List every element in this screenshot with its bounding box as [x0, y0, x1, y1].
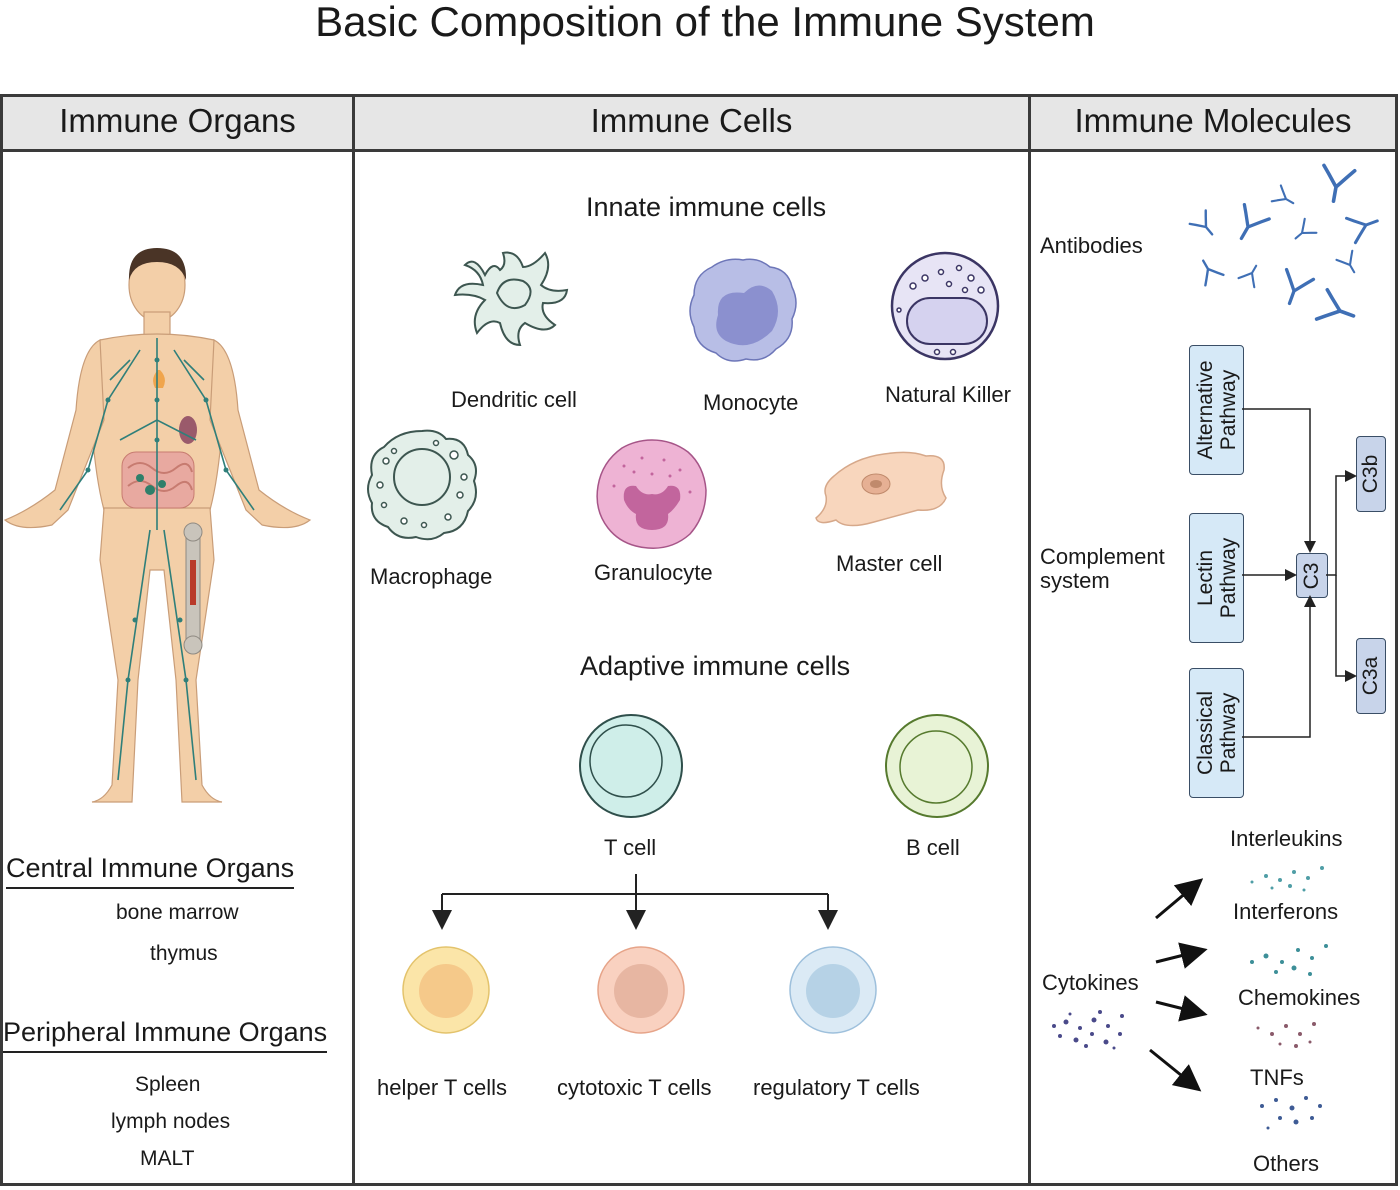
organ-spleen: Spleen	[135, 1073, 201, 1096]
human-body-illustration	[3, 248, 312, 803]
thymus-shape	[153, 370, 165, 388]
t-cell-branch-arrows	[432, 874, 838, 930]
immune-molecules-header: Immune Molecules	[1031, 97, 1395, 152]
label-antibodies: Antibodies	[1040, 233, 1143, 258]
natural-killer-icon	[890, 251, 1000, 361]
label-natural-killer: Natural Killer	[885, 382, 1011, 407]
c3a-box: C3a	[1356, 638, 1386, 714]
label-chemokines: Chemokines	[1238, 985, 1361, 1010]
label-granulocyte: Granulocyte	[594, 560, 713, 585]
peripheral-organs-heading: Peripheral Immune Organs	[3, 1017, 328, 1053]
tnfs-dots	[1260, 1096, 1322, 1130]
label-tnfs: TNFs	[1250, 1065, 1304, 1090]
organ-bone-marrow: bone marrow	[116, 901, 239, 924]
regulatory-t-cell-icon	[789, 946, 877, 1034]
organ-thymus: thymus	[150, 942, 218, 965]
organ-lymph-nodes: lymph nodes	[111, 1110, 231, 1133]
label-monocyte: Monocyte	[703, 390, 799, 415]
interleukins-dots	[1250, 866, 1324, 892]
t-cell-icon	[579, 714, 683, 818]
c3b-box: C3b	[1356, 436, 1386, 512]
interferons-dots	[1250, 944, 1328, 976]
label-cytokines: Cytokines	[1042, 970, 1139, 995]
immune-organs-header: Immune Organs	[3, 97, 352, 152]
cytotoxic-t-cell-icon	[597, 946, 685, 1034]
helper-t-cell-icon	[402, 946, 490, 1034]
label-complement-system: Complement system	[1040, 544, 1165, 593]
alternative-pathway-box: Alternative Pathway	[1189, 345, 1244, 475]
label-dendritic-cell: Dendritic cell	[451, 387, 577, 412]
label-cytotoxic-t-cells: cytotoxic T cells	[557, 1075, 712, 1100]
spleen-shape	[179, 416, 197, 444]
label-regulatory-t-cells: regulatory T cells	[753, 1075, 920, 1100]
cytokines-dots	[1052, 1010, 1124, 1050]
monocyte-icon	[689, 258, 797, 362]
complement-connectors	[1242, 408, 1357, 738]
innate-cells-heading: Innate immune cells	[586, 192, 827, 222]
label-macrophage: Macrophage	[370, 564, 493, 589]
master-cell-icon	[815, 451, 947, 527]
classical-pathway-box: Classical Pathway	[1189, 668, 1244, 798]
label-others: Others	[1253, 1151, 1320, 1176]
label-interferons: Interferons	[1233, 899, 1339, 924]
label-interleukins: Interleukins	[1230, 826, 1343, 851]
label-master-cell: Master cell	[836, 551, 943, 576]
organ-malt: MALT	[140, 1147, 195, 1170]
granulocyte-icon	[596, 439, 707, 549]
adaptive-cells-heading: Adaptive immune cells	[580, 651, 851, 681]
antibodies-icon	[1188, 163, 1384, 333]
dendritic-cell-icon	[453, 251, 569, 347]
intestine-shape	[121, 451, 195, 509]
page-title: Basic Composition of the Immune System	[315, 0, 1095, 45]
b-cell-icon	[885, 714, 989, 818]
cytokine-clusters	[1052, 866, 1328, 1130]
hair-shape	[128, 248, 187, 280]
chemokines-dots	[1256, 1022, 1316, 1048]
macrophage-icon	[367, 429, 477, 541]
label-t-cell: T cell	[604, 835, 657, 860]
lectin-pathway-box: Lectin Pathway	[1189, 513, 1244, 643]
label-b-cell: B cell	[906, 835, 960, 860]
bone-shape	[183, 522, 203, 655]
immune-cells-header: Immune Cells	[355, 97, 1028, 152]
label-helper-t-cells: helper T cells	[377, 1075, 508, 1100]
central-organs-heading: Central Immune Organs	[6, 853, 295, 889]
